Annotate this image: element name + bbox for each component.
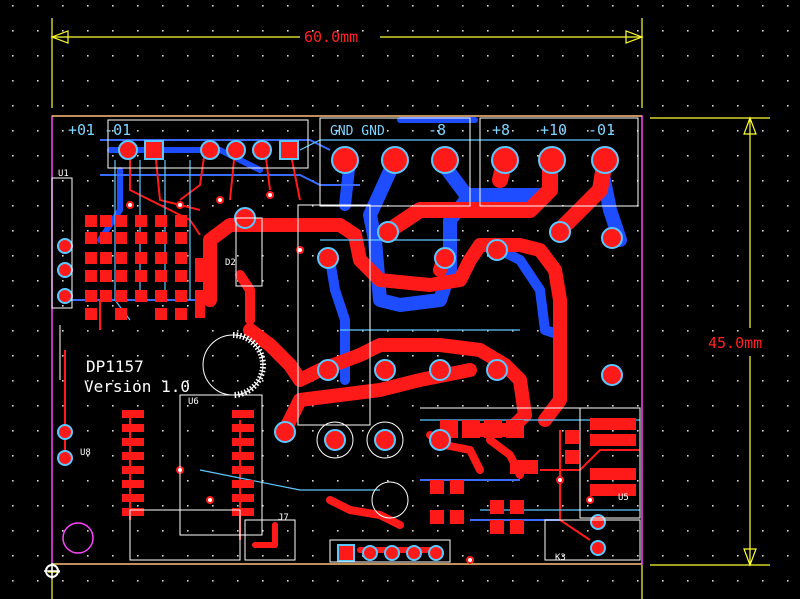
ref-k3: K3 xyxy=(555,553,566,563)
board-version-label: Version 1.0 xyxy=(84,377,190,396)
capacitor-footprints xyxy=(62,332,409,554)
ref-u8: U8 xyxy=(80,448,91,458)
height-dimension-label: 45.0mm xyxy=(708,334,762,352)
board-name-label: DP1157 xyxy=(86,357,144,376)
header-label-left: +01 -01 xyxy=(68,121,131,139)
header-label-plus8: +8 xyxy=(492,121,510,139)
ref-u5: U5 xyxy=(618,493,629,503)
dimension-width[interactable]: 60.0mm xyxy=(50,18,644,108)
ref-j7: J7 xyxy=(278,513,289,523)
header-label-gnd: GND GND xyxy=(330,124,385,139)
header-label-plus10: +10 xyxy=(540,121,567,139)
mounting-hole-icon xyxy=(62,522,94,554)
ref-u6: U6 xyxy=(188,397,199,407)
header-label-minus01: -01 xyxy=(588,121,615,139)
width-dimension-label: 60.0mm xyxy=(304,28,358,46)
silkscreen-labels: +01 -01 GND GND -8 +8 +10 -01 DP1157 Ver… xyxy=(58,121,629,563)
origin-marker-icon[interactable] xyxy=(44,563,60,579)
ic-pin-rows xyxy=(122,410,636,534)
through-hole-pads xyxy=(57,140,623,562)
header-label-minus8: -8 xyxy=(428,121,446,139)
ref-u1: U1 xyxy=(58,169,69,179)
silkscreen-outlines xyxy=(51,117,641,563)
dimension-height[interactable]: 45.0mm xyxy=(650,116,770,567)
smd-pad-array xyxy=(85,215,209,320)
ref-d2: D2 xyxy=(225,258,236,268)
